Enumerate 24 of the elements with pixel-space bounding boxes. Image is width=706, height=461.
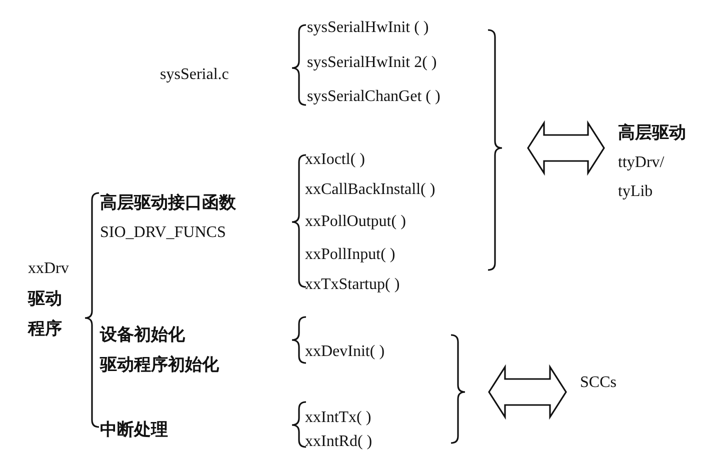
label-text: xxIntRd( )	[305, 432, 372, 452]
label-text: sysSerial.c	[160, 65, 229, 85]
label-text: xxIntTx( )	[305, 408, 372, 428]
label-text: SIO_DRV_FUNCS	[100, 223, 227, 243]
label-text: xxDevInit( )	[305, 342, 385, 362]
label-text: xxDrv	[28, 259, 69, 279]
double-arrow	[527, 120, 605, 176]
label-text: 高层驱动接口函数	[100, 192, 236, 215]
label-text: 驱动程序	[28, 288, 63, 341]
label-text: sysSerialHwInit ( )	[307, 18, 429, 38]
label-text: xxCallBackInstall( )	[305, 180, 436, 200]
label-text: 设备初始化	[100, 324, 186, 347]
double-arrow	[488, 364, 567, 420]
label-text: sysSerialHwInit 2( )	[307, 53, 437, 73]
label-text: 驱动程序初始化	[100, 354, 219, 377]
label-text: SCCs	[580, 373, 616, 393]
label-text: ttyDrv/ tyLib	[618, 153, 666, 202]
label-text: xxIoctl( )	[305, 150, 365, 170]
label-text: 中断处理	[100, 419, 168, 442]
label-text: xxPollOutput( )	[305, 212, 406, 232]
label-text: 高层驱动	[618, 122, 686, 145]
label-text: xxPollInput( )	[305, 245, 396, 265]
label-text: xxTxStartup( )	[305, 275, 400, 295]
label-text: sysSerialChanGet ( )	[307, 87, 440, 107]
